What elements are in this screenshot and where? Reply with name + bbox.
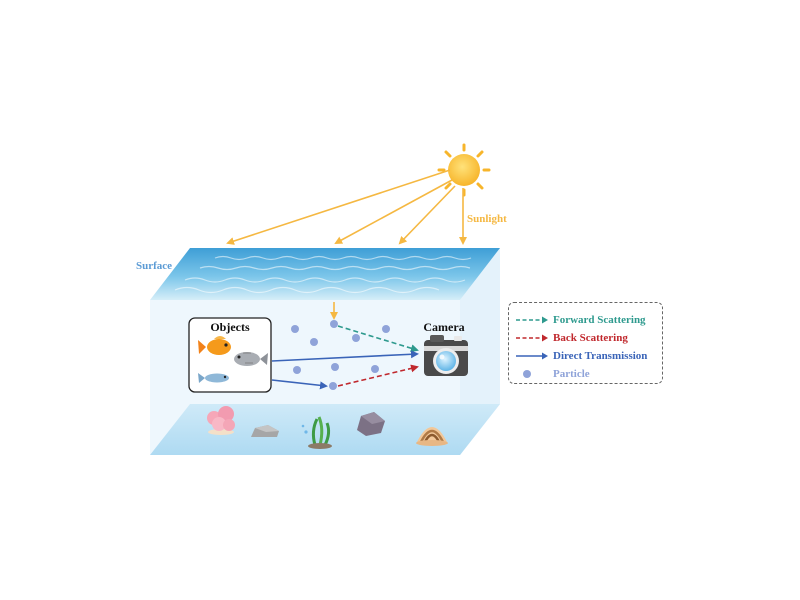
- camera-label: Camera: [423, 320, 464, 334]
- seabed-objects: [207, 406, 448, 449]
- sun-ray: [398, 185, 456, 245]
- legend-label: Direct Transmission: [553, 350, 648, 362]
- shell-icon: [416, 427, 448, 446]
- surface-caustics: [174, 255, 472, 294]
- seabed-plane: [150, 404, 500, 455]
- back-scattering-path: [337, 364, 419, 387]
- particle: [329, 382, 337, 390]
- particle: [382, 325, 390, 333]
- direct-transmission-path: [271, 379, 328, 390]
- legend-direct-transmission: Direct Transmission: [515, 348, 647, 364]
- forward-scattering-path: [337, 325, 419, 353]
- coral-icon: [207, 406, 235, 435]
- sunlight-rays: [226, 169, 467, 320]
- sunlight-label: Sunlight: [467, 213, 507, 225]
- sun-ray: [334, 179, 453, 244]
- blue-fish-icon: [198, 373, 229, 383]
- legend-label: Back Scattering: [553, 332, 628, 344]
- orange-fish-icon: [198, 336, 231, 355]
- particle-dot-icon: [523, 370, 531, 378]
- legend-label: Forward Scattering: [553, 314, 646, 326]
- water-volume: [150, 248, 500, 455]
- particle: [371, 365, 379, 373]
- particle: [293, 366, 301, 374]
- particle: [352, 334, 360, 342]
- particle: [331, 363, 339, 371]
- objects-box: Objects: [188, 317, 272, 393]
- dashed-arrow-icon: [516, 316, 548, 324]
- water-surface: [150, 248, 500, 300]
- light-paths: [271, 325, 419, 390]
- solid-arrow-icon: [516, 352, 548, 360]
- objects-label: Objects: [210, 320, 250, 334]
- water-body: [150, 248, 500, 455]
- legend-particle: Particle: [515, 366, 590, 382]
- particle: [330, 320, 338, 328]
- purple-rock-icon: [357, 412, 385, 436]
- water-side-face: [460, 248, 500, 455]
- rock-icon: [251, 425, 279, 437]
- particles: [291, 320, 390, 390]
- particle: [310, 338, 318, 346]
- legend-label: Particle: [553, 368, 590, 380]
- sun-ray: [226, 169, 451, 245]
- camera-icon: [424, 335, 468, 376]
- dashed-arrow-icon: [516, 334, 548, 342]
- particle: [291, 325, 299, 333]
- legend-forward-scattering: Forward Scattering: [515, 312, 646, 328]
- legend: Forward Scattering Back Scattering Direc…: [508, 302, 663, 384]
- legend-back-scattering: Back Scattering: [515, 330, 628, 346]
- direct-transmission-path: [271, 350, 419, 362]
- surface-label: Surface: [136, 260, 172, 272]
- seaweed-icon: [301, 416, 332, 449]
- grey-fish-icon: [234, 352, 268, 366]
- sun-icon: [437, 143, 491, 197]
